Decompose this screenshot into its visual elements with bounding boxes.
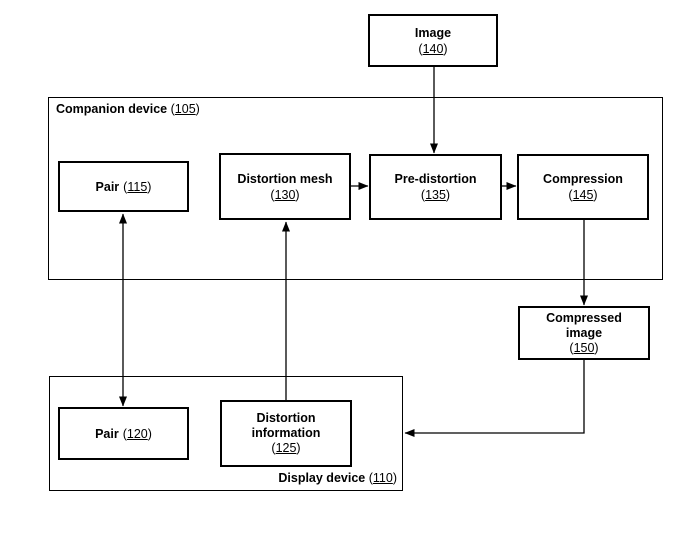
node-label-line1: Distortion	[256, 411, 316, 425]
paren-open: (	[170, 102, 175, 116]
ref-number: 140	[422, 41, 444, 56]
node-ref: (120)	[123, 426, 152, 442]
ref-number: 120	[126, 426, 148, 441]
companion-device-label: Companion device (105)	[56, 102, 200, 117]
paren-close: )	[594, 340, 599, 355]
paren-open: (	[270, 187, 275, 202]
node-pre-distortion: Pre-distortion (135)	[369, 154, 502, 220]
ref-number: 135	[425, 188, 446, 202]
node-compression: Compression (145)	[517, 154, 649, 220]
ref-number: 145	[572, 188, 594, 202]
node-label: Pre-distortion	[394, 172, 477, 186]
paren-open: (	[568, 188, 573, 202]
ref-number: 125	[275, 441, 297, 455]
paren-open: (	[123, 179, 128, 194]
node-ref: (130)	[270, 187, 299, 203]
paren-close: )	[295, 187, 300, 202]
node-label-line2: information	[251, 426, 321, 440]
display-device-ref: (110)	[369, 471, 397, 485]
node-ref: (125)	[271, 441, 300, 456]
paren-close: )	[593, 188, 598, 202]
node-label-line2: image	[565, 325, 603, 340]
node-label-line1: Compressed	[546, 310, 622, 325]
companion-device-ref: (105)	[171, 102, 200, 116]
paren-close: )	[392, 471, 397, 485]
ref-number: 105	[174, 102, 196, 116]
paren-open: (	[271, 441, 276, 455]
node-ref: (135)	[421, 187, 450, 203]
paren-close: )	[147, 179, 152, 194]
paren-open: (	[418, 41, 423, 56]
paren-open: (	[420, 188, 426, 202]
paren-open: (	[368, 471, 373, 485]
paren-close: )	[443, 41, 448, 56]
display-device-name: Display device	[278, 471, 366, 485]
container-companion-device: Companion device (105)	[48, 97, 663, 280]
node-pair-115-label: Pair (115)	[96, 179, 152, 195]
ref-number: 130	[274, 187, 296, 202]
node-image-ref: (140)	[418, 41, 447, 57]
node-pair-120: Pair (120)	[58, 407, 189, 460]
node-image-label: Image	[414, 25, 452, 40]
node-ref: (145)	[568, 187, 597, 203]
companion-device-name: Companion device	[56, 102, 168, 116]
node-label: Distortion mesh	[237, 171, 333, 186]
paren-close: )	[195, 102, 200, 116]
node-pair-115: Pair (115)	[58, 161, 189, 212]
ref-number: 115	[127, 179, 148, 194]
paren-close: )	[296, 441, 301, 455]
node-image: Image (140)	[368, 14, 498, 67]
node-label: Compression	[543, 172, 623, 186]
paren-close: )	[445, 188, 451, 202]
paren-open: (	[122, 426, 127, 441]
node-pair-120-label: Pair (120)	[95, 426, 152, 442]
node-label: Pair	[95, 426, 119, 441]
node-label: Pair	[95, 179, 120, 194]
display-device-label: Display device (110)	[278, 471, 397, 486]
node-distortion-mesh: Distortion mesh (130)	[219, 153, 351, 220]
arrow-compressed-to-display	[404, 360, 585, 437]
paren-close: )	[147, 426, 152, 441]
container-display-device: Display device (110)	[49, 376, 403, 491]
ref-number: 110	[372, 471, 393, 485]
node-distortion-information: Distortion information (125)	[220, 400, 352, 467]
node-ref: (115)	[123, 179, 151, 195]
node-compressed-image: Compressed image (150)	[518, 306, 650, 360]
ref-number: 150	[573, 340, 595, 355]
node-ref: (150)	[569, 341, 598, 356]
paren-open: (	[569, 340, 574, 355]
